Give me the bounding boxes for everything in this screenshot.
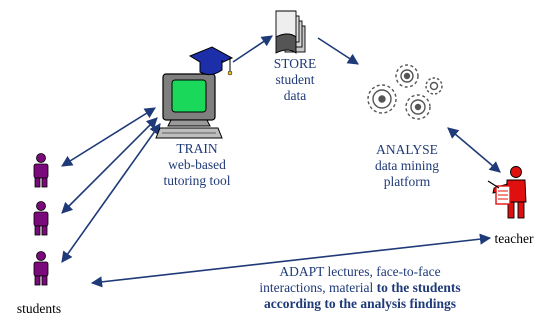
arrow-student3-train <box>61 123 161 263</box>
student-2 <box>33 201 49 236</box>
gears-icon <box>367 64 443 120</box>
analyse-line2: platform <box>383 174 431 189</box>
analyse-title: ANALYSE <box>376 142 438 157</box>
adapt-line2: interactions, material to the students <box>210 280 510 296</box>
adapt-label: ADAPT lectures, face-to-face interaction… <box>210 264 510 312</box>
train-line1: web-based <box>168 157 226 172</box>
student-1 <box>33 153 49 188</box>
train-line2: tutoring tool <box>163 173 231 188</box>
teacher-label: teacher <box>494 231 534 246</box>
documents-stack-icon <box>275 10 306 54</box>
store-line2: data <box>283 88 307 103</box>
teacher-figure-icon <box>487 166 527 219</box>
student-figure-icon <box>33 153 49 286</box>
adapt-line3: according to the analysis findings <box>210 296 510 312</box>
analyse-line1: data mining <box>374 158 440 173</box>
store-line1: student <box>275 72 315 87</box>
student-3 <box>33 251 49 286</box>
arrows <box>61 35 501 288</box>
arrow-analyse-teacher <box>447 127 501 173</box>
train-label: TRAIN web-based tutoring tool <box>142 141 252 189</box>
adapt-line1: ADAPT lectures, face-to-face <box>279 264 441 279</box>
store-label: STORE student data <box>255 56 335 104</box>
adapt-line2-bold: to the students <box>376 280 461 295</box>
arrow-store-to-analyse <box>317 37 359 65</box>
store-title: STORE <box>273 56 317 71</box>
adapt-line2-plain: interactions, material <box>259 280 377 295</box>
arrow-train-to-store <box>232 35 273 63</box>
computer-with-graduation-cap-icon <box>155 46 234 139</box>
adapt-line3-bold: according to the analysis findings <box>263 296 457 311</box>
arrow-students-teacher <box>90 233 492 288</box>
students-label: students <box>16 301 62 316</box>
train-title: TRAIN <box>176 141 218 156</box>
analyse-label: ANALYSE data mining platform <box>352 142 462 190</box>
